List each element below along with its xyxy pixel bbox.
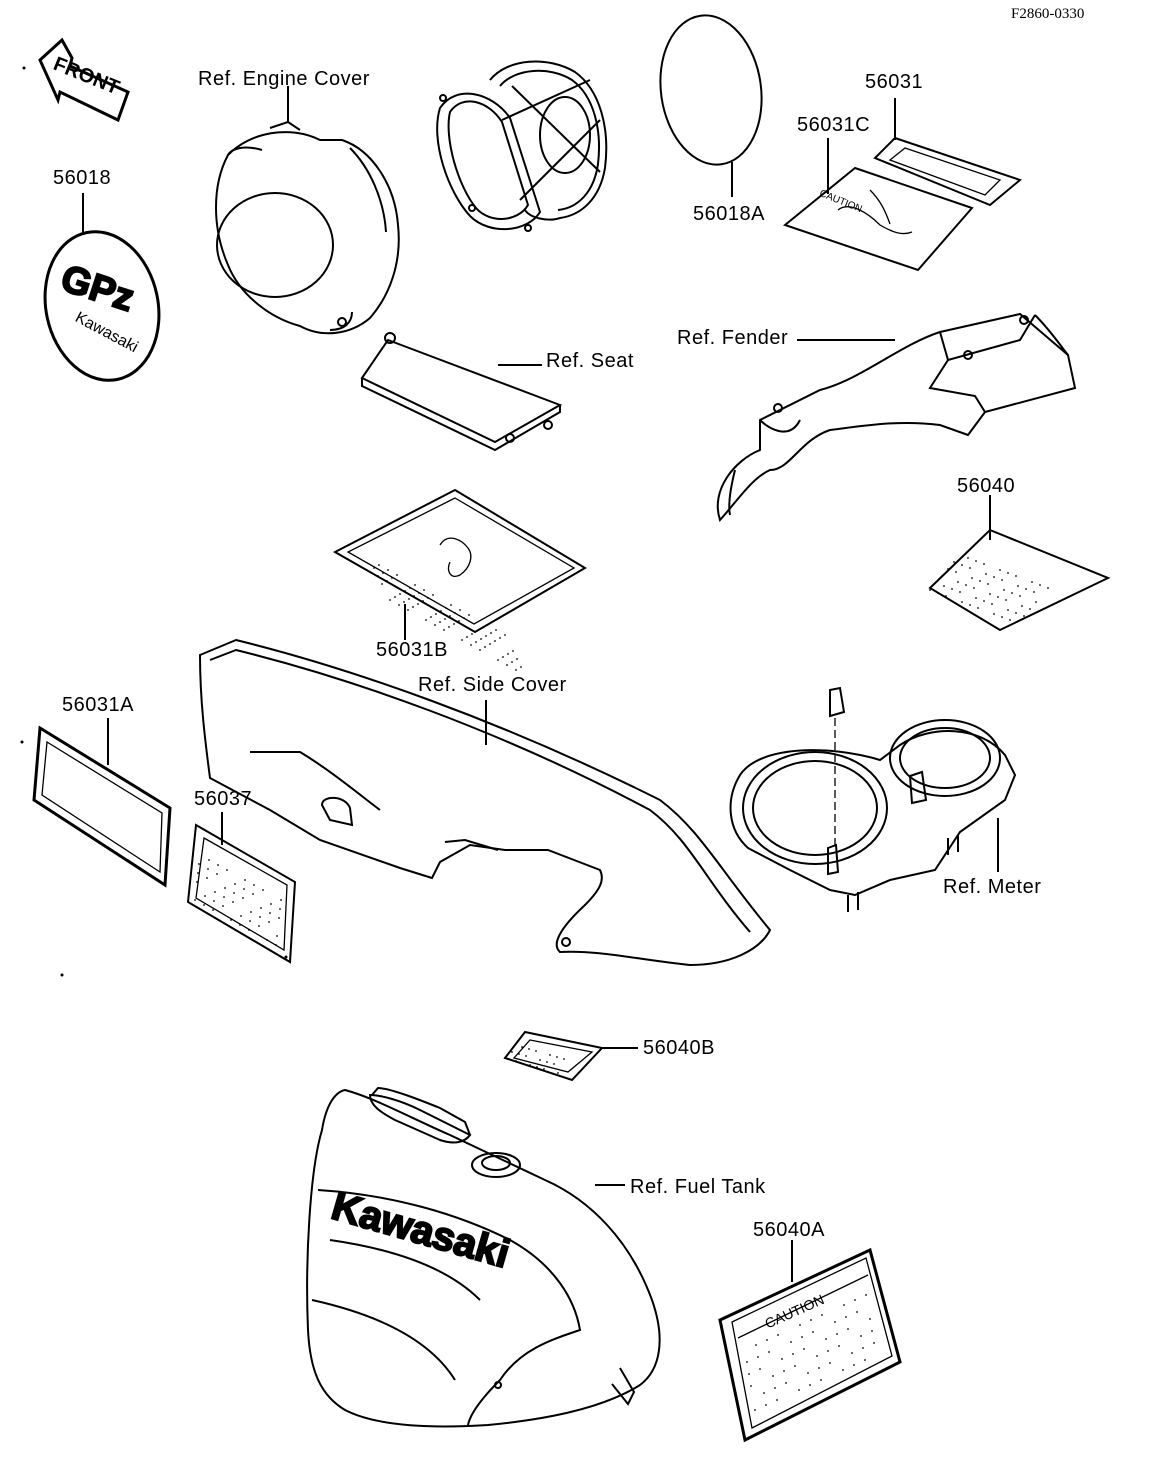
label-56037: 56037 [194, 788, 253, 810]
meter-case-part [436, 60, 608, 232]
label-meter: Ref. Meter [943, 876, 1042, 898]
label-56037-part [186, 823, 297, 964]
label-side-cover: Ref. Side Cover [418, 674, 567, 696]
label-seat: Ref. Seat [546, 350, 634, 372]
front-arrow-icon: FRONT [38, 37, 130, 123]
label-56031A: 56031A [62, 694, 134, 716]
label-56040A-texture [746, 1294, 875, 1411]
gpz-emblem: GPz Kawasaki [43, 230, 161, 382]
engine-cover-part [215, 86, 400, 335]
label-56031C-caution: CAUTION [818, 188, 864, 215]
label-56031: 56031 [865, 71, 924, 93]
label-56031B-part [332, 488, 587, 634]
side-cover-part [198, 638, 772, 967]
label-fuel-tank: Ref. Fuel Tank [630, 1176, 766, 1198]
disc-56018A-part [659, 14, 763, 166]
emblem-brand-text: Kawasaki [72, 309, 140, 356]
meter-part [729, 686, 1017, 912]
label-56031-part [873, 136, 1023, 207]
emblem-logo-text: GPz [56, 257, 139, 320]
label-56031A-part [32, 725, 172, 888]
label-56040-part [928, 528, 1111, 632]
diagram-code: F2860-0330 [1011, 6, 1085, 22]
label-56040A-part: CAUTION [718, 1247, 902, 1443]
fender-part [716, 312, 1077, 522]
label-56018A: 56018A [693, 203, 765, 225]
label-56040: 56040 [957, 475, 1016, 497]
label-56040B-texture [508, 1046, 565, 1074]
label-56031C-part: CAUTION [782, 166, 974, 272]
label-56040-texture [929, 557, 1049, 621]
label-56040B: 56040B [643, 1037, 715, 1059]
fuel-tank-part: Kawasaki [306, 1086, 661, 1428]
label-fender: Ref. Fender [677, 327, 789, 349]
seat-part [360, 332, 563, 452]
label-engine-cover: Ref. Engine Cover [198, 68, 370, 90]
label-56031B: 56031B [376, 639, 448, 661]
label-56040B-part [503, 1030, 604, 1082]
label-56031B-texture [373, 564, 522, 671]
label-56040A: 56040A [753, 1219, 825, 1241]
label-56031C: 56031C [797, 114, 871, 136]
label-56018: 56018 [53, 167, 112, 189]
label-56037-texture [194, 859, 282, 946]
